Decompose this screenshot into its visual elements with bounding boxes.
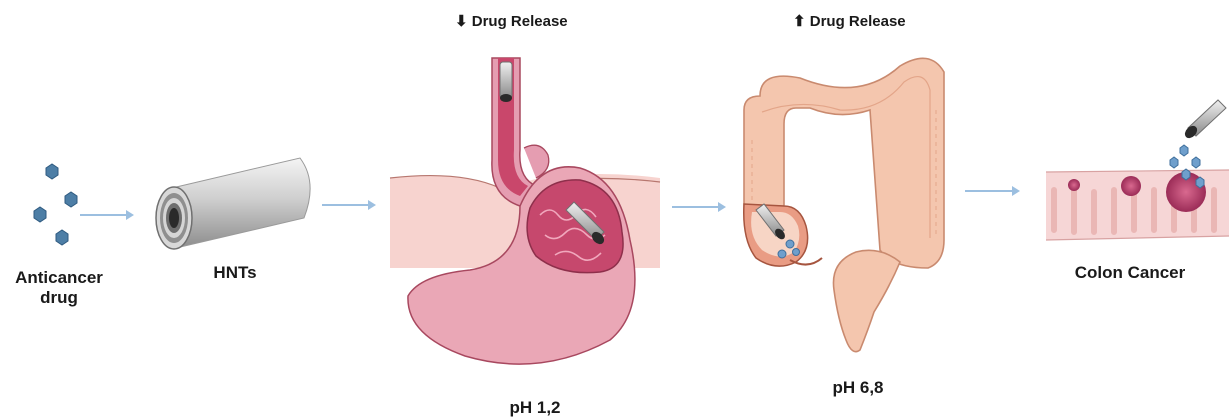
drug-crystal-icon bbox=[56, 230, 68, 245]
tumor-icon bbox=[1068, 179, 1080, 191]
arrow-right-icon bbox=[322, 200, 376, 210]
anticancer-drug-label: Anticancer drug bbox=[0, 268, 118, 308]
cancer-nanotube-icon bbox=[1183, 100, 1226, 140]
arrow-right-icon bbox=[965, 186, 1020, 196]
colon-ph-label: pH 6,8 bbox=[808, 378, 908, 398]
tumor-icon bbox=[1121, 176, 1141, 196]
colon-illustration bbox=[744, 58, 944, 351]
drug-crystal-icon bbox=[65, 192, 77, 207]
drug-crystals bbox=[34, 164, 77, 245]
esophagus-nanotube-icon bbox=[500, 62, 512, 102]
hnts-label: HNTs bbox=[190, 263, 280, 283]
colon-cancer-tissue bbox=[1046, 100, 1229, 240]
stomach-ph-label: pH 1,2 bbox=[485, 398, 585, 418]
arrow-right-icon bbox=[672, 202, 726, 212]
hnt-nanotube-icon bbox=[156, 158, 310, 249]
stomach-illustration bbox=[390, 58, 660, 364]
colon-cancer-label: Colon Cancer bbox=[1060, 263, 1200, 283]
arrow-right-icon bbox=[80, 210, 134, 220]
drug-crystal-icon bbox=[46, 164, 58, 179]
drug-crystal-icon bbox=[34, 207, 46, 222]
